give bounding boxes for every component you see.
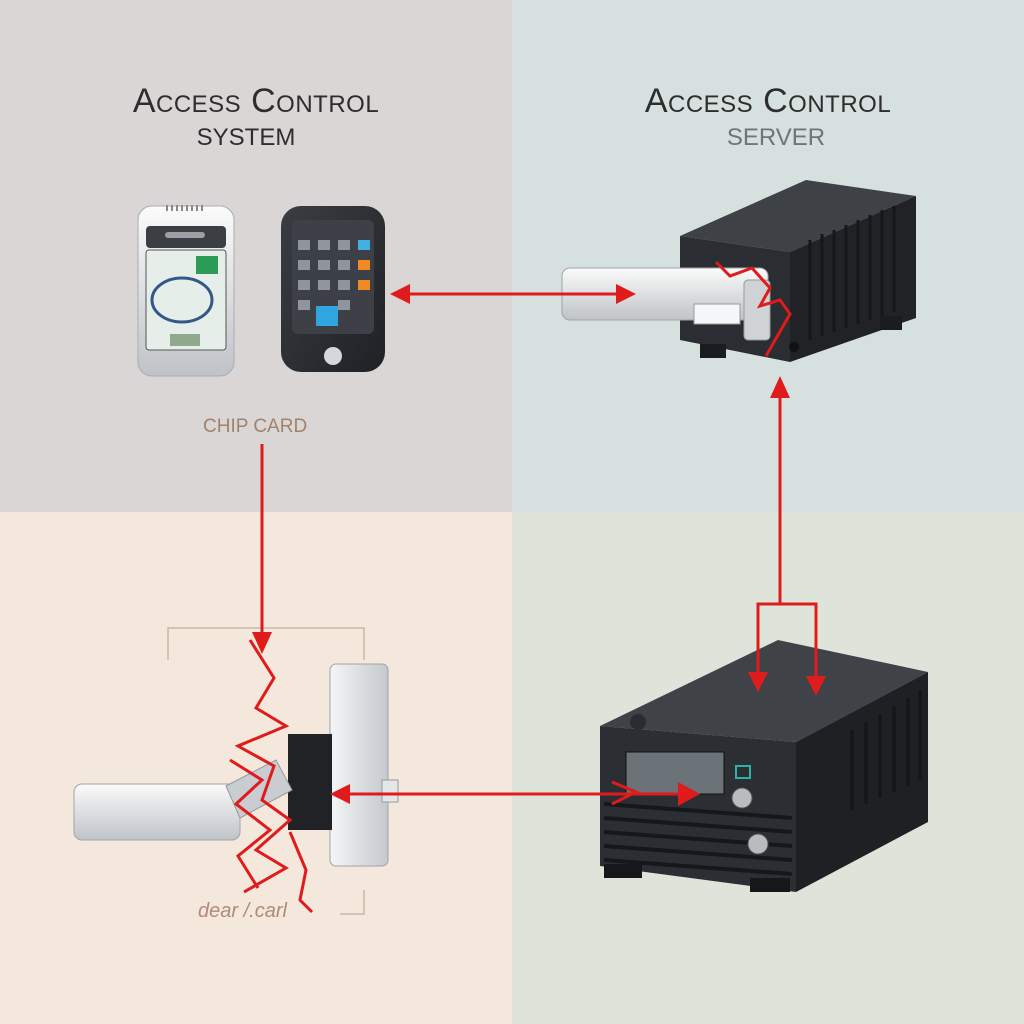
left-panel-subtitle: system <box>196 124 296 151</box>
right-panel-subtitle: SERVER <box>726 124 826 151</box>
quadrant-bottom-left <box>0 512 512 1024</box>
arrow-vertical-servers <box>748 376 826 696</box>
keypad-device-icon <box>281 206 385 372</box>
left-panel-title: Access Control <box>132 82 380 120</box>
arrow-device-to-server <box>390 284 636 304</box>
crack-line-top <box>714 260 792 357</box>
quadrant-top-left <box>0 0 512 512</box>
right-panel-title: Access Control <box>644 82 892 120</box>
crack-lines-bottom <box>229 639 314 914</box>
handheld-terminal-icon <box>137 205 235 377</box>
door-lock-icon <box>73 627 399 915</box>
door-handle-top-icon <box>561 267 771 341</box>
door-card-label: dear /.carl <box>198 900 287 922</box>
arrow-chip-to-door <box>252 444 272 654</box>
server-bottom-icon <box>600 640 928 892</box>
arrow-door-to-server <box>330 780 700 806</box>
chip-card-label: CHIP CARD <box>203 416 308 437</box>
